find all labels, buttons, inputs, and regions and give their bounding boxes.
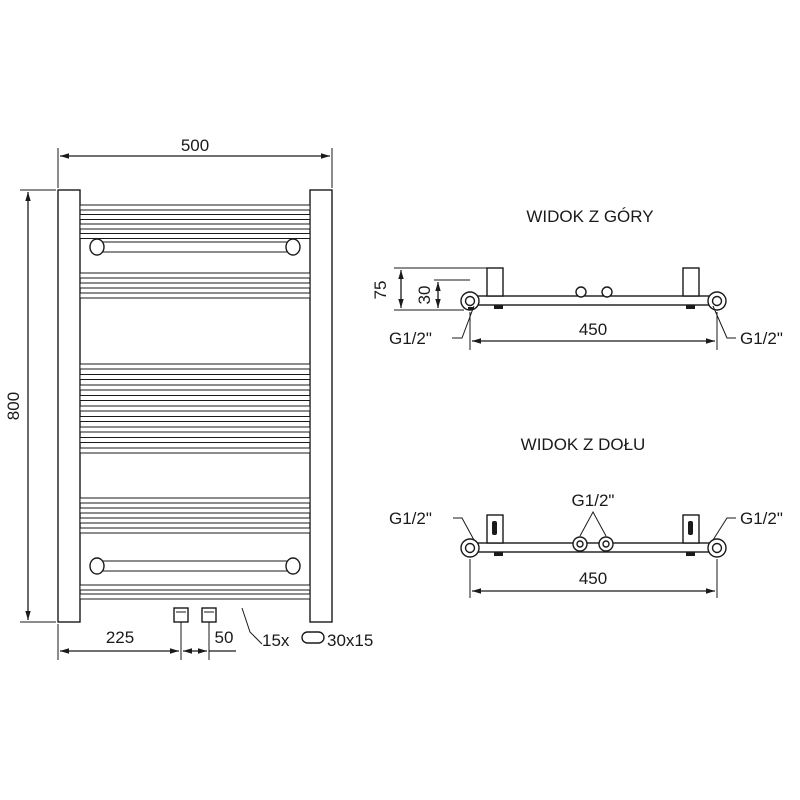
bottom-conn-left-label: G1/2" bbox=[389, 509, 432, 528]
dim-height-label: 800 bbox=[4, 392, 23, 420]
bottom-conn-center-label: G1/2" bbox=[572, 491, 615, 510]
rung bbox=[79, 497, 311, 504]
top-view: WIDOK Z GÓRY 75 30 450 G1/2" G1 bbox=[371, 207, 783, 350]
dim-profile-label-2: 30x15 bbox=[327, 631, 373, 650]
rung bbox=[79, 416, 311, 422]
rung bbox=[79, 447, 311, 454]
bottom-connector-left bbox=[173, 607, 189, 623]
rung bbox=[79, 292, 311, 299]
rung bbox=[79, 405, 311, 412]
top-view-body bbox=[469, 295, 719, 306]
rung bbox=[79, 223, 311, 230]
rung bbox=[79, 282, 311, 289]
rung bbox=[79, 593, 311, 600]
dim-width-label: 500 bbox=[181, 136, 209, 155]
top-center-connector-2 bbox=[601, 286, 613, 298]
front-view: 500 800 225 50 15x 30x15 bbox=[4, 136, 373, 660]
lower-mounting-bar bbox=[89, 557, 301, 575]
rung bbox=[79, 233, 311, 239]
rung bbox=[79, 272, 311, 279]
dim-depth-label: 75 bbox=[371, 281, 390, 300]
rung bbox=[79, 527, 311, 534]
dim-profile-label: 15x bbox=[262, 631, 290, 650]
dim-spacing-label: 50 bbox=[215, 628, 234, 647]
top-conn-left-label: G1/2" bbox=[389, 329, 432, 348]
bottom-conn-right-label: G1/2" bbox=[740, 509, 783, 528]
rung bbox=[79, 204, 311, 211]
upper-mounting-bar bbox=[89, 238, 301, 256]
bottom-view-title: WIDOK Z DOŁU bbox=[521, 435, 646, 454]
rung bbox=[79, 374, 311, 380]
rung bbox=[79, 437, 311, 443]
rung bbox=[79, 584, 311, 591]
rung bbox=[79, 384, 311, 391]
left-side-tube bbox=[57, 189, 81, 623]
bottom-view-body bbox=[469, 542, 719, 553]
rung bbox=[79, 507, 311, 514]
rung bbox=[79, 363, 311, 370]
top-left-bracket bbox=[486, 267, 504, 297]
bottom-connector-right bbox=[201, 607, 217, 623]
top-right-bracket bbox=[682, 267, 700, 297]
dim-left-offset-label: 225 bbox=[106, 628, 134, 647]
rung bbox=[79, 395, 311, 401]
rung bbox=[79, 517, 311, 524]
top-center-connector-1 bbox=[575, 286, 587, 298]
top-dim-axis-label: 450 bbox=[579, 320, 607, 339]
rung bbox=[79, 426, 311, 433]
rungs bbox=[79, 204, 311, 600]
top-view-title: WIDOK Z GÓRY bbox=[526, 207, 653, 226]
bottom-view: WIDOK Z DOŁU G1/2" G1/2" G1/2" 450 bbox=[389, 435, 783, 598]
rung bbox=[79, 214, 311, 220]
dim-inner-label: 30 bbox=[415, 286, 434, 305]
right-side-tube bbox=[309, 189, 333, 623]
bottom-dim-axis-label: 450 bbox=[579, 569, 607, 588]
oval-profile-icon bbox=[301, 631, 325, 644]
top-conn-right-label: G1/2" bbox=[740, 329, 783, 348]
